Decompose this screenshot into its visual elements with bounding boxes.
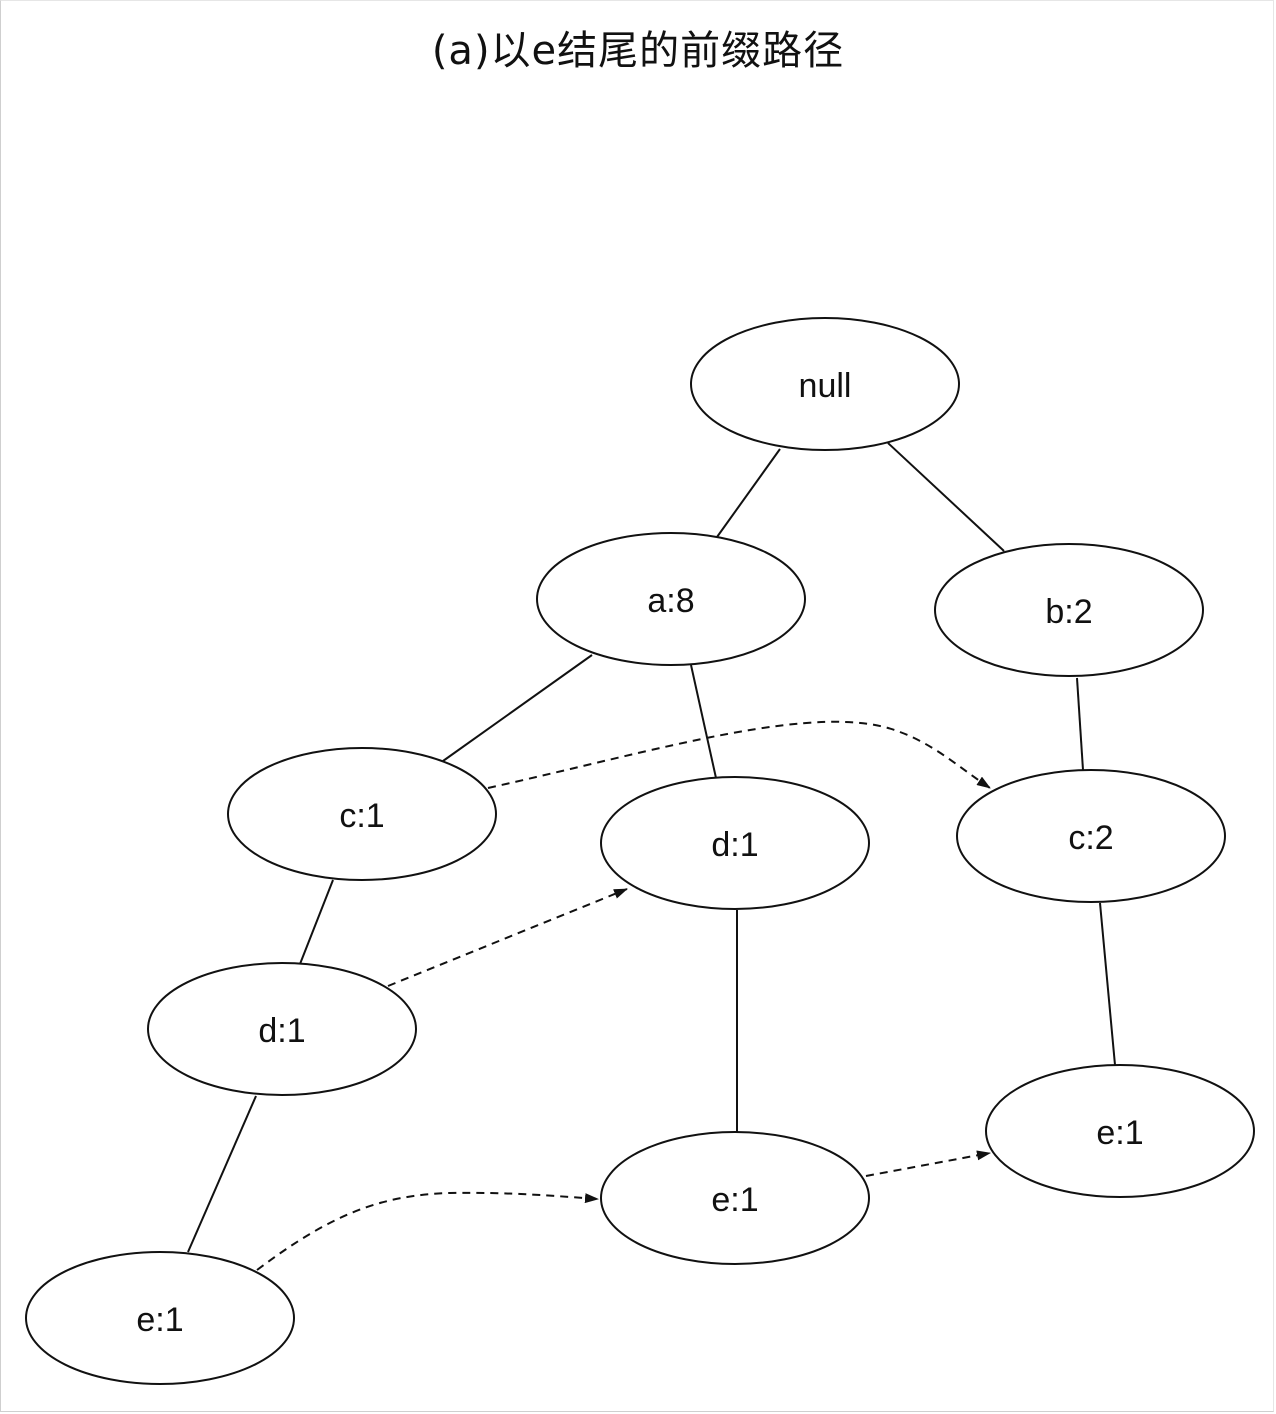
edge-c-right-e-right (1099, 902, 1116, 1066)
node-d-mid: d:1 (600, 776, 870, 910)
node-e-right: e:1 (985, 1064, 1255, 1198)
node-d-left: d:1 (147, 962, 417, 1096)
link-e-left-to-e-mid (256, 1191, 599, 1271)
edge-a-d-mid (690, 664, 717, 779)
node-b-label: b:2 (1045, 593, 1092, 631)
node-c-left: c:1 (227, 747, 497, 881)
edge-null-b (887, 442, 1005, 552)
node-c-right: c:2 (956, 769, 1226, 903)
edge-b-c-right (1076, 677, 1084, 771)
node-c-right-label: c:2 (1068, 819, 1113, 857)
edge-a-c-left (442, 654, 593, 762)
node-e-left: e:1 (25, 1251, 295, 1385)
node-e-left-label: e:1 (136, 1301, 183, 1339)
node-c-left-label: c:1 (339, 797, 384, 835)
node-null: null (690, 317, 960, 451)
diagram-title: (a)以e结尾的前缀路径 (431, 28, 845, 74)
node-e-mid: e:1 (600, 1131, 870, 1265)
edge-null-a (716, 448, 781, 538)
node-null-label: null (799, 367, 852, 405)
node-a: a:8 (536, 532, 806, 666)
link-e-mid-to-e-right (865, 1150, 991, 1177)
node-e-mid-label: e:1 (711, 1181, 758, 1219)
edge-d-left-e-left (187, 1095, 257, 1253)
link-d-left-to-d-mid (387, 888, 628, 987)
node-d-mid-label: d:1 (711, 826, 758, 864)
link-c-left-to-c-right (487, 720, 991, 789)
node-e-right-label: e:1 (1096, 1114, 1143, 1152)
node-a-label: a:8 (647, 582, 694, 620)
edge-c-left-d-left (299, 879, 334, 965)
node-b: b:2 (934, 543, 1204, 677)
node-d-left-label: d:1 (258, 1012, 305, 1050)
